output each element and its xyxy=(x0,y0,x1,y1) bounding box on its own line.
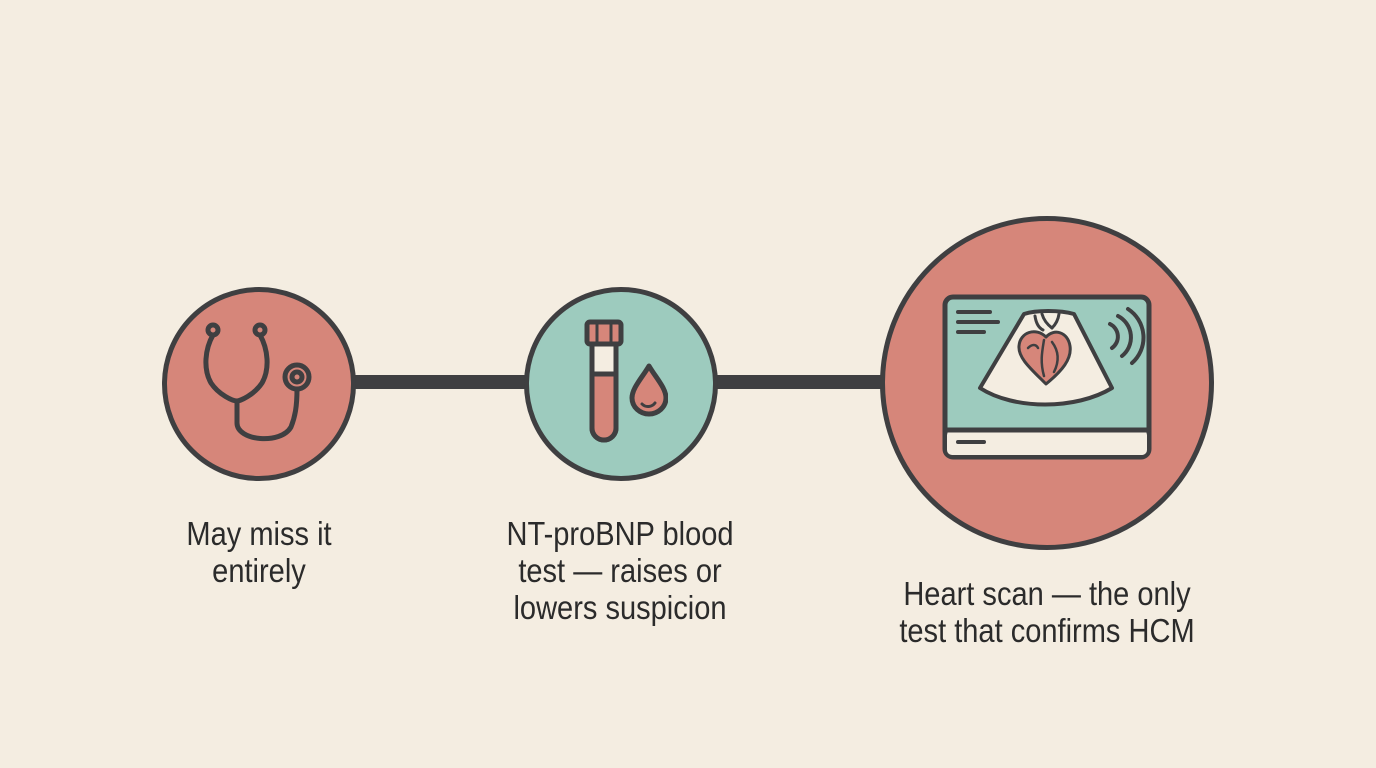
step-3-caption-line-1: Heart scan — the only xyxy=(903,575,1191,612)
step-2-caption-line-2: test — raises or xyxy=(518,552,722,589)
heart-ultrasound-monitor-icon xyxy=(942,294,1152,460)
blood-test-tube-icon xyxy=(584,319,668,443)
stethoscope-icon xyxy=(203,322,312,442)
step-3-caption-line-2: test that confirms HCM xyxy=(899,612,1195,649)
step-2-caption-line-1: NT-proBNP blood xyxy=(506,515,734,552)
step-1-caption: May miss it entirely xyxy=(136,515,382,589)
step-1-caption-line-1: May miss it xyxy=(186,515,332,552)
step-1-circle xyxy=(162,287,356,481)
step-2-caption: NT-proBNP blood test — raises or lowers … xyxy=(479,515,761,626)
connector-line-2 xyxy=(712,375,886,389)
connector-line-1 xyxy=(350,375,530,389)
step-2-circle xyxy=(524,287,718,481)
step-2-caption-line-3: lowers suspicion xyxy=(513,589,727,626)
step-1-caption-line-2: entirely xyxy=(212,552,306,589)
step-3-caption: Heart scan — the only test that confirms… xyxy=(880,575,1214,649)
